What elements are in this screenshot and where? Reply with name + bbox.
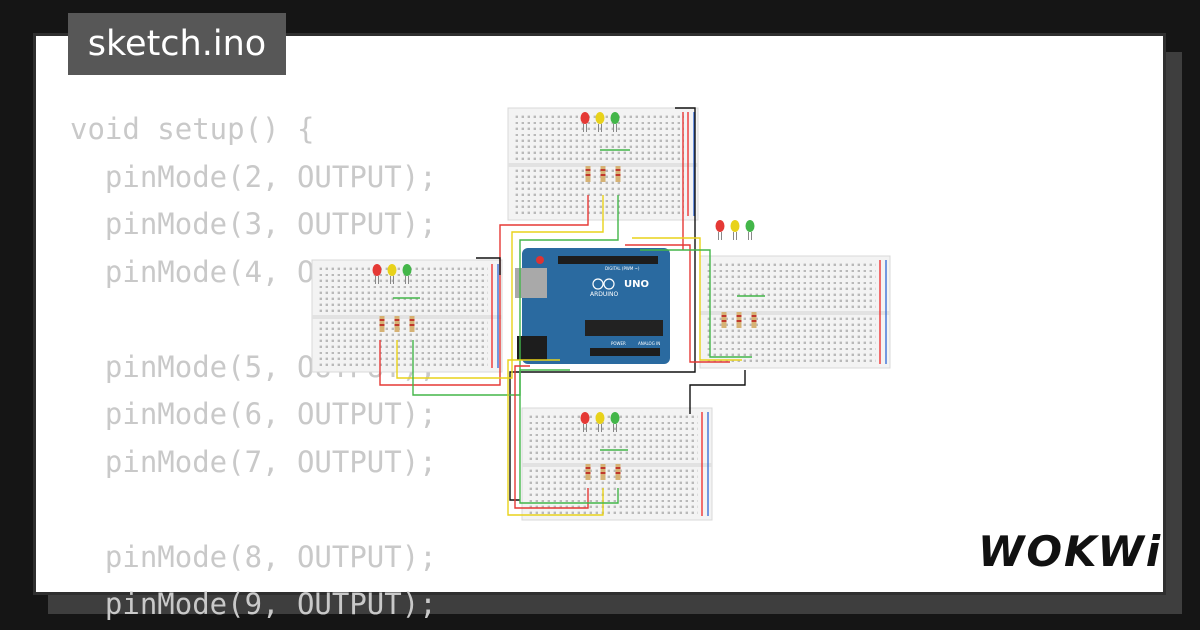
board-name: UNO [624, 279, 649, 290]
breadboard-left[interactable] [311, 259, 503, 373]
code-line-1: void setup() { [70, 112, 315, 146]
led-group-right[interactable] [715, 219, 755, 241]
atmega-chip-icon [585, 320, 663, 336]
board-brand: ARDUINO [590, 291, 619, 298]
wires [379, 107, 765, 516]
breadboard-right[interactable] [699, 255, 891, 369]
arduino-uno-board[interactable]: UNO ARDUINO DIGITAL (PWM ~) POWER ANALOG… [515, 248, 670, 364]
code-line-8: pinMode(7, OUTPUT); [70, 444, 437, 479]
code-line-2: pinMode(2, OUTPUT); [70, 159, 437, 194]
board-label-power: POWER [611, 341, 626, 346]
wokwi-logo: WOKWi [978, 527, 1163, 576]
code-line-11: pinMode(9, OUTPUT); [70, 587, 437, 621]
board-label-digital: DIGITAL (PWM ~) [605, 266, 640, 271]
code-line-10: pinMode(8, OUTPUT); [70, 539, 437, 574]
code-line-3: pinMode(3, OUTPUT); [70, 207, 437, 241]
board-label-analog: ANALOG IN [638, 341, 660, 346]
file-tab[interactable]: sketch.ino [68, 13, 286, 75]
code-line-7: pinMode(6, OUTPUT); [70, 397, 437, 431]
